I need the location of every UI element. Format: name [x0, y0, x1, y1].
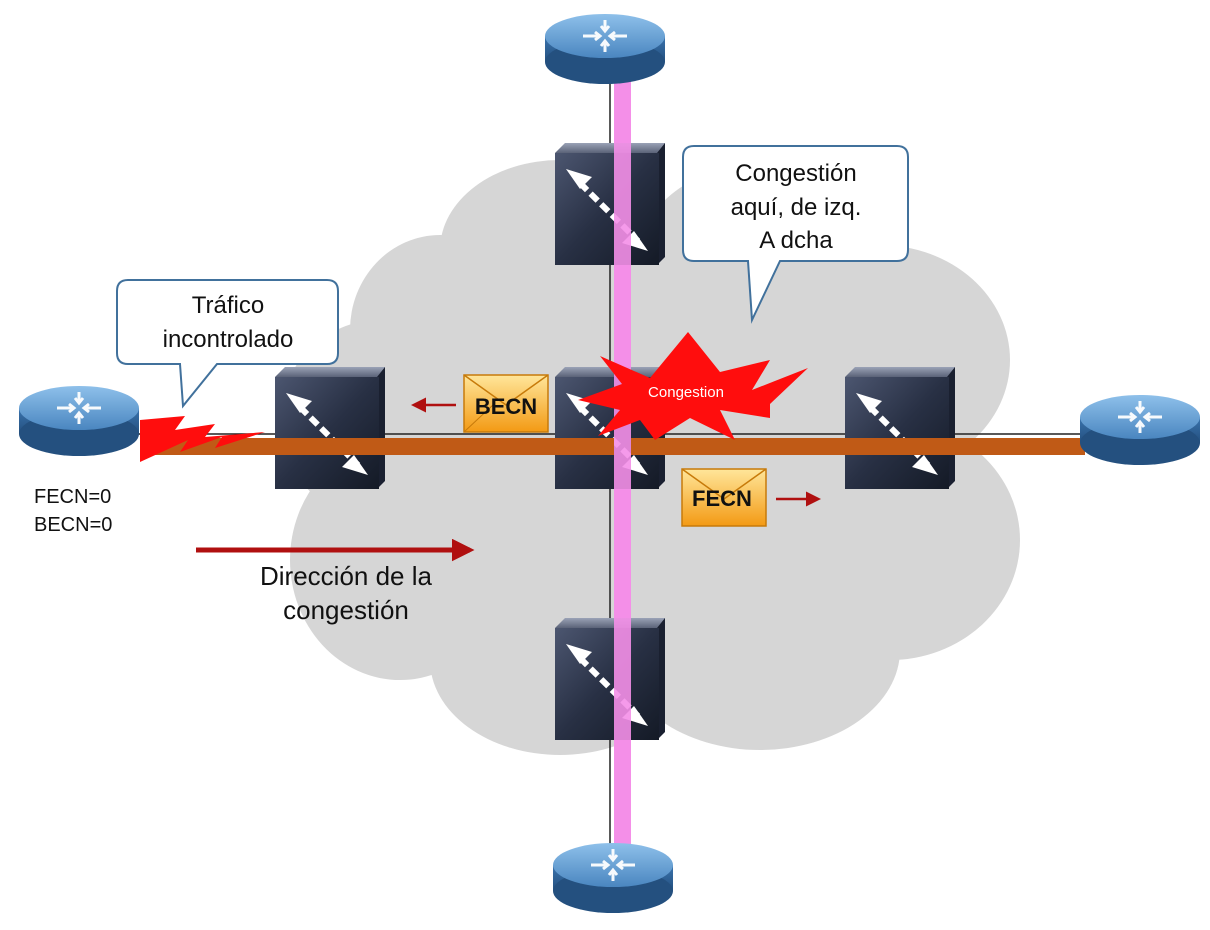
vertical-link-overlay: [614, 143, 631, 742]
horizontal-link-overlay: [275, 438, 955, 455]
router-status-fecn: FECN=0: [34, 486, 111, 508]
fecn-envelope: FECN: [681, 468, 767, 527]
traffic-bolt-icon: [140, 416, 265, 462]
switch-top[interactable]: [555, 143, 665, 265]
callout-congestion-line2: aquí, de izq.: [731, 194, 862, 221]
callout-traffic-line1: Tráfico: [192, 292, 264, 319]
callout-congestion-line1: Congestión: [735, 160, 856, 187]
congestion-burst-label: Congestion: [648, 384, 724, 401]
direction-label-line2: congestión: [283, 595, 409, 625]
congestion-burst-icon: [578, 332, 808, 440]
callout-congestion-here: Congestión aquí, de izq. A dcha: [682, 145, 909, 324]
becn-envelope: BECN: [463, 374, 549, 433]
router-status-becn: BECN=0: [34, 514, 112, 536]
becn-envelope-label: BECN: [475, 394, 537, 419]
switch-right[interactable]: [845, 367, 955, 489]
router-bottom[interactable]: [551, 841, 675, 915]
callout-traffic: Tráfico incontrolado: [116, 279, 339, 409]
router-left[interactable]: [17, 384, 141, 458]
router-top[interactable]: [543, 12, 667, 86]
direction-label-line1: Dirección de la: [260, 561, 433, 591]
fecn-envelope-label: FECN: [692, 486, 752, 511]
switch-left[interactable]: [275, 367, 385, 489]
switch-bottom[interactable]: [555, 618, 665, 740]
callout-traffic-line2: incontrolado: [163, 326, 294, 353]
router-right[interactable]: [1078, 393, 1202, 467]
callout-congestion-line3: A dcha: [759, 227, 833, 254]
